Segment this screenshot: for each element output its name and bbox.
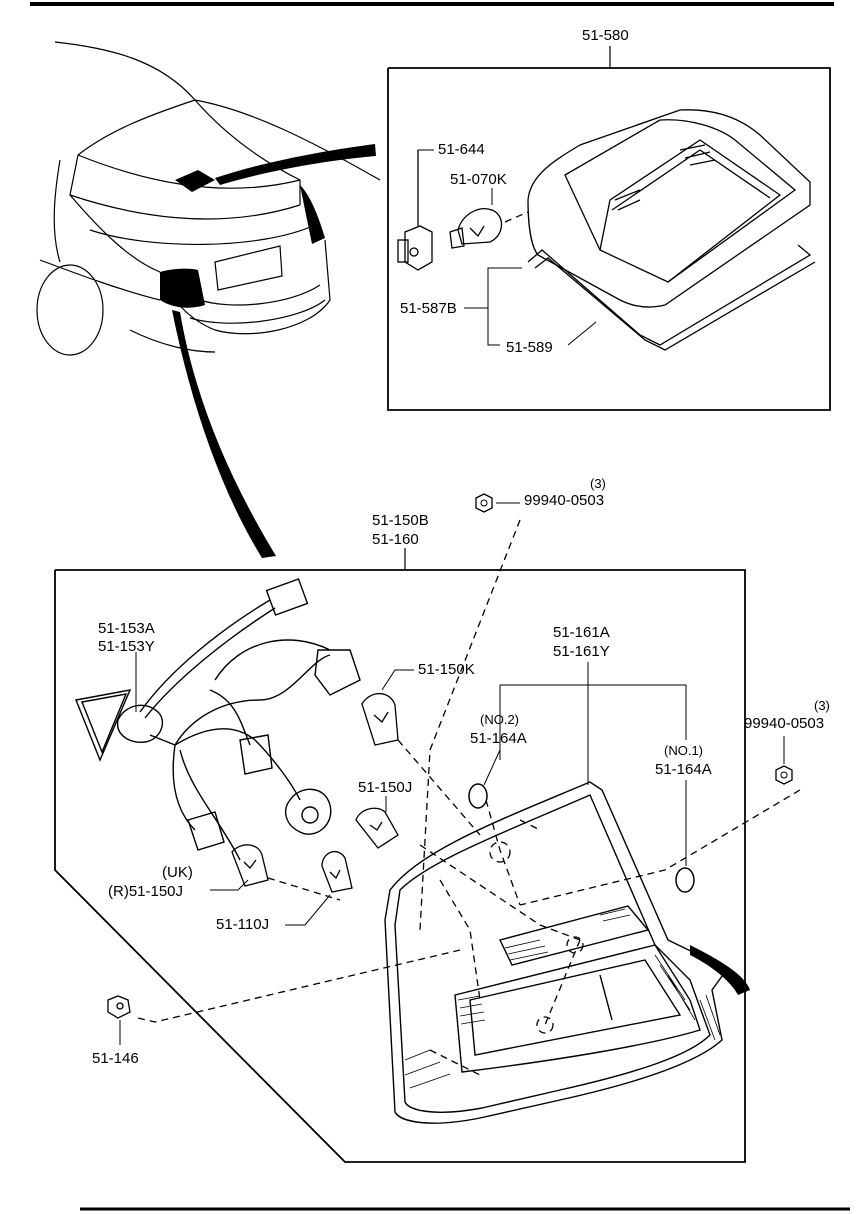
label-51-164a-no2: 51-164A: [470, 730, 527, 747]
wedge-to-high-mount: [215, 144, 376, 185]
packing-no1: [675, 867, 695, 893]
label-51-589: 51-589: [506, 339, 553, 356]
lamp-trim-strip: [690, 945, 750, 995]
left-taillamp-marker: [160, 268, 205, 308]
nut-top: [475, 493, 493, 513]
tail-lamp-unit-51-161: [384, 781, 726, 1124]
wedge-to-taillamp: [172, 310, 276, 558]
bulb-uk-51-150j: [231, 844, 269, 887]
bulb-51-150j: [355, 807, 399, 849]
label-51-644: 51-644: [438, 141, 485, 158]
label-no1-note: (NO.1): [664, 743, 703, 758]
bulb-51-110j: [321, 850, 353, 893]
label-51-070k: 51-070K: [450, 171, 507, 188]
wiring-harness-51-153: [75, 578, 361, 861]
lamp-dashed-guides: [419, 799, 581, 1076]
right-taillamp-marker: [300, 185, 325, 244]
label-51-110j: 51-110J: [216, 916, 269, 933]
bulb-51-150k: [361, 692, 399, 746]
combination-lamp-box: [54, 569, 746, 1163]
packing-no2: [468, 783, 488, 809]
gasket-51-589: [527, 244, 816, 351]
label-51-146: 51-146: [92, 1050, 139, 1067]
label-99940-0503-top: 99940-0503: [524, 492, 604, 509]
label-uk-bulb: (R)51-150J: [108, 883, 183, 900]
label-51-153y: 51-153Y: [98, 638, 155, 655]
label-51-153a: 51-153A: [98, 620, 155, 637]
car-rear-illustration: [36, 41, 381, 356]
label-uk-note: (UK): [162, 864, 193, 881]
label-51-580: 51-580: [582, 27, 629, 44]
lamp-lens-hatching: [404, 908, 721, 1089]
label-51-161a: 51-161A: [553, 624, 610, 641]
label-51-161y: 51-161Y: [553, 643, 610, 660]
label-51-587b: 51-587B: [400, 300, 457, 317]
high-mount-lamp-body: [527, 109, 811, 308]
high-mount-bulb-51-070k: [449, 208, 503, 249]
label-51-164a-no1: 51-164A: [655, 761, 712, 778]
high-mount-lamp-marker: [175, 170, 215, 192]
label-51-160: 51-160: [372, 531, 419, 548]
label-51-150k: 51-150K: [418, 661, 475, 678]
clip-51-146: [107, 995, 131, 1019]
label-no2-note: (NO.2): [480, 712, 519, 727]
label-51-150j: 51-150J: [358, 779, 412, 796]
label-51-150b: 51-150B: [372, 512, 429, 529]
nut-right: [775, 765, 793, 785]
high-mount-box: [387, 67, 831, 411]
label-nut-qty-top: (3): [590, 476, 606, 491]
label-nut-qty-right: (3): [814, 698, 830, 713]
label-99940-0503-right: 99940-0503: [744, 715, 824, 732]
bulb-socket-51-644: [397, 150, 433, 271]
